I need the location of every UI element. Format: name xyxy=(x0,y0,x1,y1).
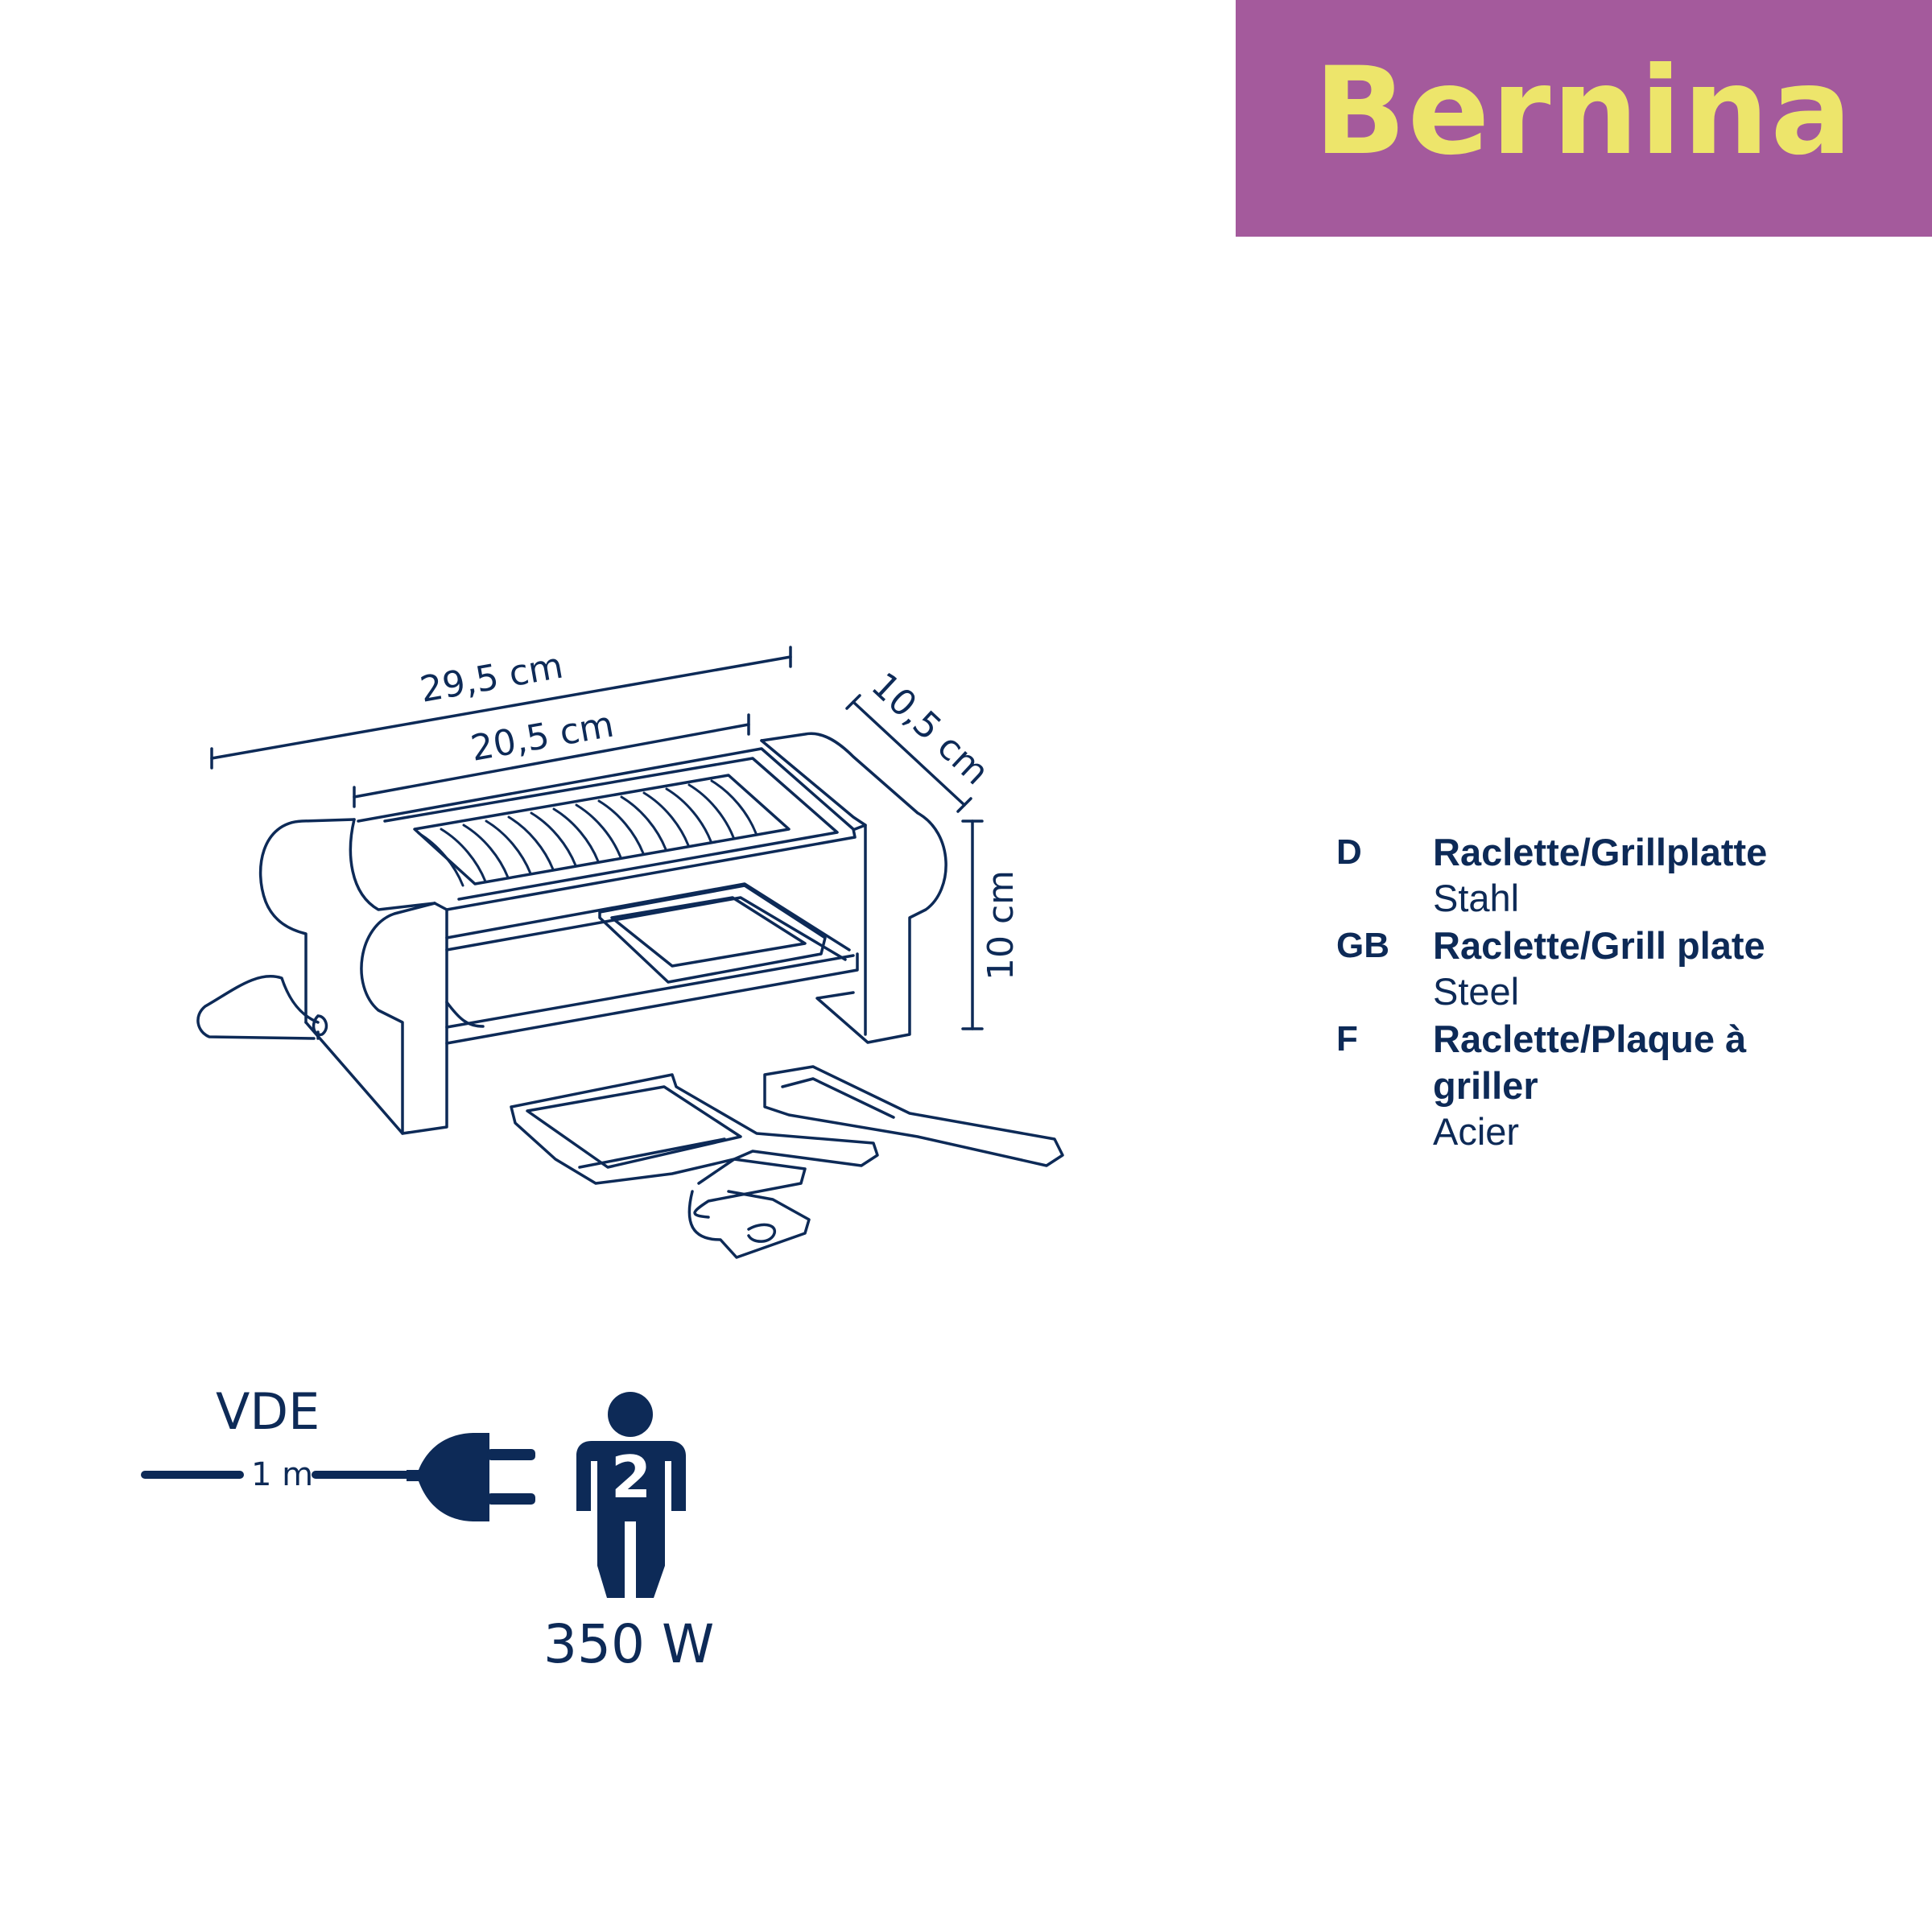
material-row-gb: GB Raclette/Grill plate Steel xyxy=(1336,923,1868,1016)
cable-length-label: 1 m xyxy=(251,1456,313,1493)
materials-table: D Raclette/Grillplatte Stahl GB Raclette… xyxy=(1336,829,1868,1156)
dimension-height-label: 10 cm xyxy=(980,870,1022,980)
product-name: Raclette/Plaque à griller xyxy=(1433,1018,1747,1107)
material-row-d: D Raclette/Grillplatte Stahl xyxy=(1336,829,1868,923)
raclette-device xyxy=(196,732,947,1135)
material-row-f: F Raclette/Plaque à griller Acier xyxy=(1336,1016,1868,1156)
dimension-depth: 10,5 cm xyxy=(845,665,997,813)
cable-standard-label: VDE xyxy=(216,1382,320,1441)
lang-code: F xyxy=(1336,1019,1358,1059)
product-name: Raclette/Grill plate xyxy=(1433,924,1765,967)
lang-code: GB xyxy=(1336,926,1389,965)
person-icon xyxy=(576,1392,686,1598)
material-name: Stahl xyxy=(1433,877,1520,919)
lang-code: D xyxy=(1336,832,1362,872)
plug-icon xyxy=(407,1433,535,1521)
title-band: Bernina xyxy=(1236,0,1932,237)
material-name: Steel xyxy=(1433,970,1520,1013)
dimension-plate-length: 20,5 cm xyxy=(353,704,750,808)
raclette-pans xyxy=(510,1065,1064,1259)
power-label: 350 W xyxy=(543,1613,714,1675)
dimension-height: 10 cm xyxy=(961,819,1022,1030)
dimension-plate-length-label: 20,5 cm xyxy=(468,704,617,770)
persons-count: 2 xyxy=(611,1443,651,1511)
product-name: Raclette/Grillplatte xyxy=(1433,831,1768,873)
product-title: Bernina xyxy=(1314,42,1854,182)
material-name: Acier xyxy=(1433,1110,1520,1153)
